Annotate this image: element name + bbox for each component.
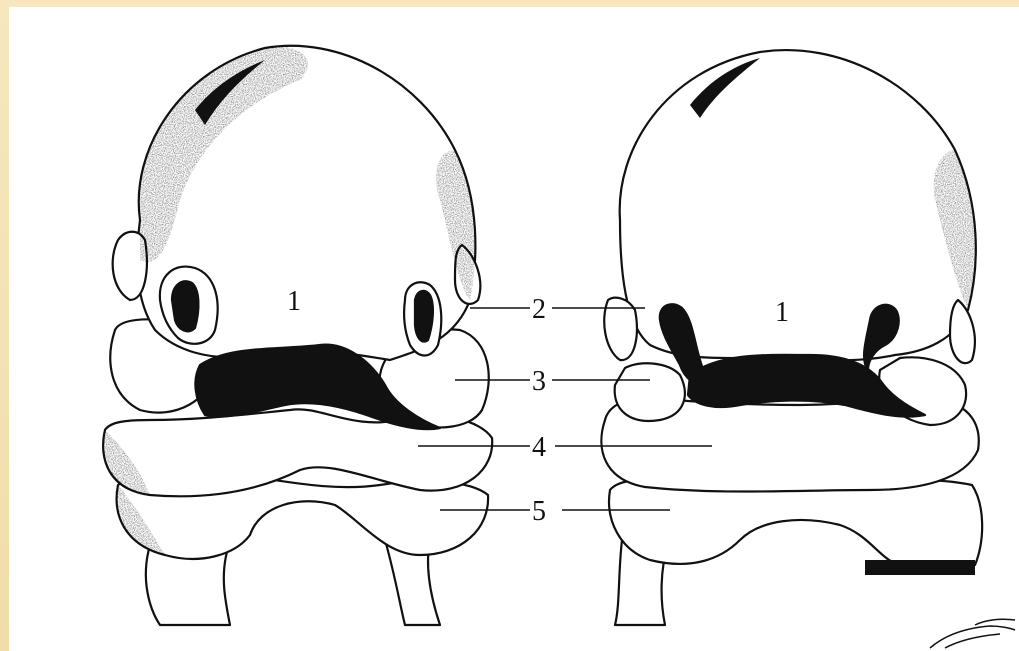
center-label-5: 5: [532, 496, 546, 527]
left-eye-l-inner: [172, 281, 198, 331]
right-side-bulge-l: [604, 298, 637, 360]
right-label-1: 1: [775, 297, 789, 328]
right-arch-5: [609, 479, 982, 565]
right-corner-blot: [865, 560, 975, 575]
right-cheek-l: [615, 363, 685, 421]
right-side-bulge-r: [950, 300, 975, 363]
corner-pen-flourish: [930, 619, 1015, 648]
left-eye-r-inner: [415, 291, 433, 342]
center-label-2: 2: [532, 294, 546, 325]
center-label-4: 4: [532, 432, 546, 463]
left-label-1: 1: [287, 286, 301, 317]
center-label-3: 3: [532, 366, 546, 397]
right-embryo: [601, 50, 982, 625]
